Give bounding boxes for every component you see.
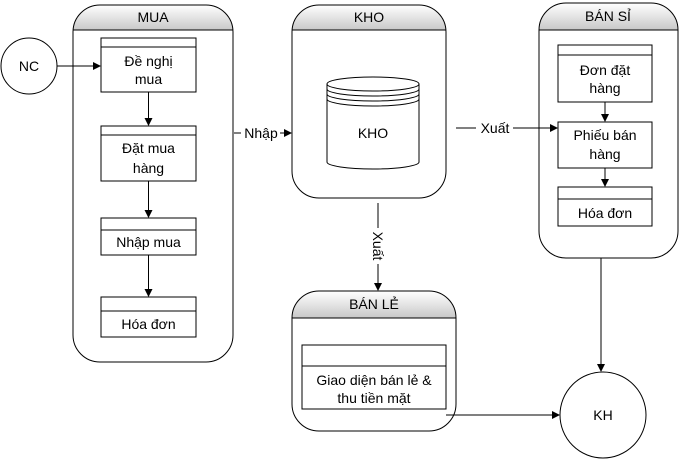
flow-label-nhap: Nhập bbox=[244, 125, 278, 141]
entity-nc: NC bbox=[0, 37, 58, 95]
si-step-1-line-2: hàng bbox=[589, 80, 620, 96]
mua-step-4-line-1: Hóa đơn bbox=[121, 316, 175, 332]
flow-lines bbox=[57, 62, 609, 419]
mua-step-3-line-1: Nhập mua bbox=[116, 234, 181, 250]
datastore-label: KHO bbox=[358, 125, 388, 141]
si-step-hoa-don: Hóa đơn bbox=[557, 186, 653, 227]
si-step-1-line-1: Đơn đặt bbox=[580, 62, 631, 78]
entity-kh-label: KH bbox=[593, 407, 612, 423]
le-step-1-line-1: Giao diện bán lẻ & bbox=[316, 372, 432, 388]
si-step-2-line-2: hàng bbox=[589, 146, 620, 162]
mua-step-1-line-2: mua bbox=[135, 71, 162, 87]
mua-step-de-nghi-mua: Đề nghị mua bbox=[100, 37, 197, 93]
pool-title-ban-le: BÁN LẺ bbox=[349, 296, 399, 312]
mua-step-dat-mua-hang: Đặt mua hàng bbox=[100, 125, 197, 182]
si-step-3-line-1: Hóa đơn bbox=[578, 205, 632, 221]
mua-step-2-line-2: hàng bbox=[133, 160, 164, 176]
datastore-kho: KHO bbox=[326, 76, 420, 170]
flow-label-xuat-si: Xuất bbox=[481, 120, 510, 136]
si-step-don-dat-hang: Đơn đặt hàng bbox=[557, 44, 653, 103]
pool-title-ban-si: BÁN SỈ bbox=[585, 8, 631, 24]
pool-title-kho: KHO bbox=[354, 9, 384, 25]
le-step-giao-dien: Giao diện bán lẻ & thu tiền mặt bbox=[301, 344, 447, 410]
le-step-1-line-2: thu tiền mặt bbox=[337, 390, 410, 406]
pool-title-mua: MUA bbox=[137, 9, 169, 25]
mua-step-1-line-1: Đề nghị bbox=[124, 53, 172, 69]
flow-label-xuat-le: Xuất bbox=[370, 232, 386, 261]
pool-mua: MUA bbox=[72, 4, 234, 363]
entity-nc-label: NC bbox=[19, 58, 39, 74]
mua-step-hoa-don: Hóa đơn bbox=[100, 296, 197, 338]
si-step-phieu-ban-hang: Phiếu bán hàng bbox=[557, 121, 653, 169]
entity-kh: KH bbox=[559, 371, 647, 459]
mua-step-2-line-1: Đặt mua bbox=[122, 140, 175, 156]
si-step-2-line-1: Phiếu bán bbox=[573, 127, 636, 143]
mua-step-nhap-mua: Nhập mua bbox=[100, 217, 197, 256]
